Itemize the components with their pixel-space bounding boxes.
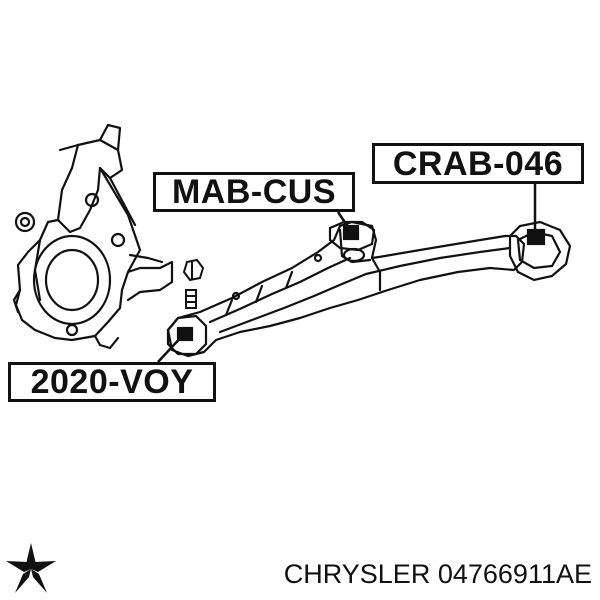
control-arm [166, 220, 526, 358]
rear-bushing [508, 220, 572, 282]
ball-joint-bushing [166, 314, 208, 356]
part-number: 04766911AE [437, 559, 592, 589]
ball-joint [185, 289, 197, 309]
leader-voy [157, 333, 185, 363]
chrysler-pentastar-icon [6, 543, 56, 593]
leader-mab [336, 211, 352, 231]
steering-knuckle [12, 123, 174, 350]
leader-lines [157, 184, 537, 363]
part-reference: CHRYSLER 04766911AE [220, 556, 592, 592]
callout-2020-voy: 2020-VOY [8, 362, 216, 402]
nut [182, 258, 205, 282]
front-bushing [328, 220, 376, 252]
callout-crab-046: CRAB-046 [372, 143, 584, 184]
callout-mab-cus: MAB-CUS [153, 172, 355, 212]
brand-name: CHRYSLER [283, 559, 431, 589]
